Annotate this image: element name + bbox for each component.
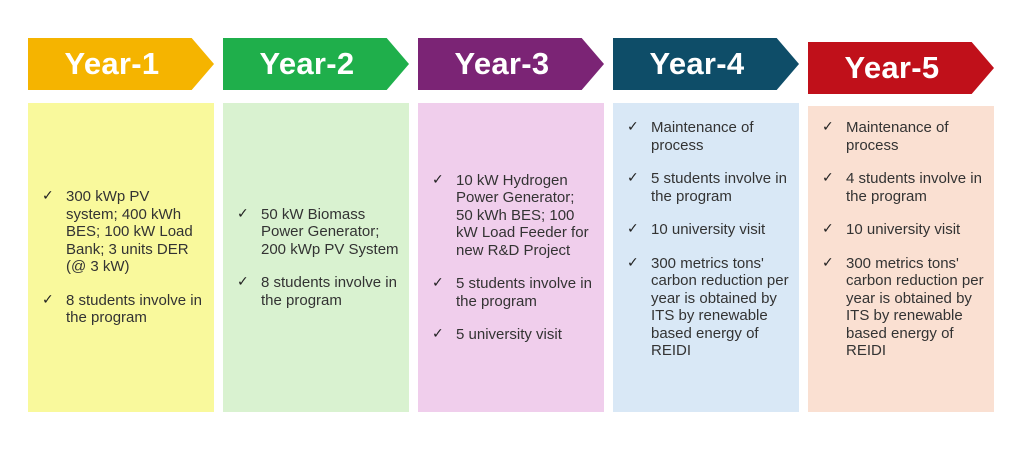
milestone-item: ✓ 10 kW Hydrogen Power Generator; 50 kWh … bbox=[432, 172, 594, 260]
milestone-list: ✓ 300 kWp PV system; 400 kWh BES; 100 kW … bbox=[42, 188, 204, 327]
milestone-item: ✓ Maintenance of process bbox=[822, 119, 984, 154]
year-banner: Year-2 bbox=[223, 38, 409, 90]
milestone-text: 5 students involve in the program bbox=[651, 170, 787, 205]
checkmark-icon: ✓ bbox=[627, 254, 639, 271]
milestone-text: 50 kW Biomass Power Generator; 200 kWp P… bbox=[261, 205, 399, 258]
checkmark-icon: ✓ bbox=[432, 275, 444, 291]
year-details-box: ✓ Maintenance of process ✓ 4 students invol… bbox=[808, 106, 994, 412]
milestone-text: Maintenance of process bbox=[846, 119, 949, 154]
milestone-text: 4 students involve in the program bbox=[846, 170, 982, 205]
year-banner: Year-5 bbox=[808, 42, 994, 94]
checkmark-icon: ✓ bbox=[822, 221, 834, 237]
milestone-text: Maintenance of process bbox=[651, 119, 754, 154]
milestone-item: ✓ 4 students involve in the program bbox=[822, 170, 984, 205]
milestone-item: ✓ 10 university visit bbox=[627, 221, 789, 239]
year-details-box: ✓ 10 kW Hydrogen Power Generator; 50 kWh … bbox=[418, 103, 604, 412]
checkmark-icon: ✓ bbox=[627, 221, 639, 237]
milestone-list: ✓ Maintenance of process ✓ 4 students invol… bbox=[822, 119, 984, 360]
checkmark-icon: ✓ bbox=[432, 171, 444, 188]
checkmark-icon: ✓ bbox=[42, 188, 54, 205]
milestone-item: ✓ 8 students involve in the program bbox=[237, 274, 399, 309]
checkmark-icon: ✓ bbox=[42, 291, 54, 308]
checkmark-icon: ✓ bbox=[822, 170, 834, 186]
milestone-item: ✓ 5 students involve in the program bbox=[432, 275, 594, 310]
milestone-list: ✓ 50 kW Biomass Power Generator; 200 kWp … bbox=[237, 206, 399, 310]
year-banner: Year-4 bbox=[613, 38, 799, 90]
checkmark-icon: ✓ bbox=[432, 326, 444, 342]
checkmark-icon: ✓ bbox=[627, 119, 639, 135]
milestone-item: ✓ 10 university visit bbox=[822, 221, 984, 239]
milestone-item: ✓ Maintenance of process bbox=[627, 119, 789, 154]
checkmark-icon: ✓ bbox=[237, 274, 249, 291]
milestone-text: 5 students involve in the program bbox=[456, 275, 592, 310]
milestone-text: 10 university visit bbox=[651, 221, 766, 238]
checkmark-icon: ✓ bbox=[627, 170, 639, 186]
year-details-box: ✓ Maintenance of process ✓ 5 students invol… bbox=[613, 103, 799, 412]
milestone-list: ✓ 10 kW Hydrogen Power Generator; 50 kWh … bbox=[432, 172, 594, 344]
milestone-text: 10 university visit bbox=[846, 221, 961, 238]
milestone-text: 8 students involve in the program bbox=[66, 291, 202, 327]
milestone-text: 300 metrics tons' carbon reduction per y… bbox=[846, 254, 984, 360]
milestone-text: 300 kWp PV system; 400 kWh BES; 100 kW L… bbox=[66, 188, 193, 276]
milestone-item: ✓ 5 students involve in the program bbox=[627, 170, 789, 205]
year-details-box: ✓ 50 kW Biomass Power Generator; 200 kWp … bbox=[223, 103, 409, 412]
year-banner: Year-1 bbox=[28, 38, 214, 90]
milestone-item: ✓ 300 metrics tons' carbon reduction per … bbox=[822, 255, 984, 360]
year-banner: Year-3 bbox=[418, 38, 604, 90]
milestone-list: ✓ Maintenance of process ✓ 5 students invol… bbox=[627, 119, 789, 360]
milestone-item: ✓ 8 students involve in the program bbox=[42, 292, 204, 327]
milestone-item: ✓ 300 metrics tons' carbon reduction per … bbox=[627, 255, 789, 360]
checkmark-icon: ✓ bbox=[237, 205, 249, 222]
checkmark-icon: ✓ bbox=[822, 254, 834, 271]
milestone-item: ✓ 300 kWp PV system; 400 kWh BES; 100 kW … bbox=[42, 188, 204, 276]
milestone-item: ✓ 50 kW Biomass Power Generator; 200 kWp … bbox=[237, 206, 399, 259]
milestone-text: 8 students involve in the program bbox=[261, 274, 397, 309]
year-details-box: ✓ 300 kWp PV system; 400 kWh BES; 100 kW … bbox=[28, 103, 214, 412]
milestone-text: 10 kW Hydrogen Power Generator; 50 kWh B… bbox=[456, 171, 589, 259]
checkmark-icon: ✓ bbox=[822, 119, 834, 135]
milestone-text: 300 metrics tons' carbon reduction per y… bbox=[651, 254, 789, 360]
milestone-item: ✓ 5 university visit bbox=[432, 326, 594, 344]
milestone-text: 5 university visit bbox=[456, 326, 562, 343]
